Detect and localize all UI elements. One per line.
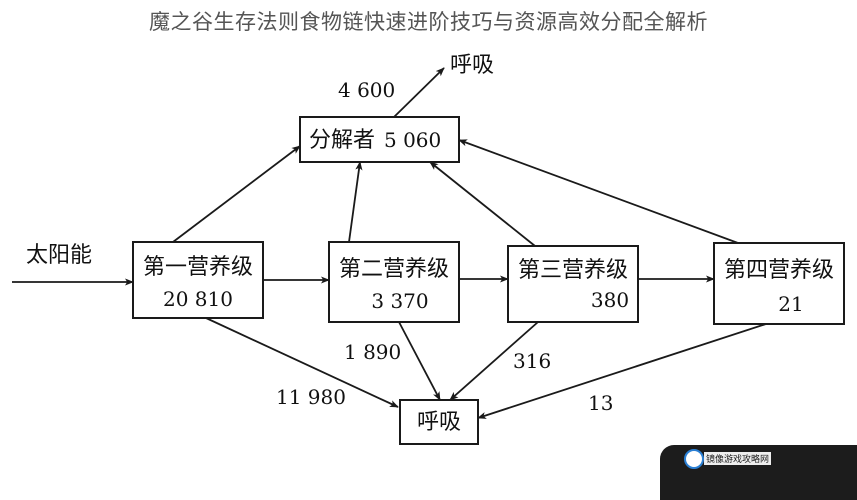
watermark-logo-icon: [684, 449, 704, 469]
level2-name: 第二营养级: [339, 257, 449, 282]
level1-name: 第一营养级: [143, 255, 253, 280]
flow-decomposer-respiration: 4 600: [338, 78, 395, 102]
edges: [12, 67, 767, 419]
respiration-bottom-label: 呼吸: [417, 410, 461, 435]
edge-level1-decomposer: [172, 145, 301, 243]
decomposer-value: 5 060: [384, 128, 441, 152]
level2-node: 第二营养级 3 370: [328, 241, 460, 323]
level4-name: 第四营养级: [724, 258, 834, 283]
respiration-top-label: 呼吸: [450, 53, 494, 78]
page-title: 魔之谷生存法则食物链快速进阶技巧与资源高效分配全解析: [149, 10, 708, 34]
flow-level2-respiration: 1 890: [344, 340, 401, 364]
decomposer-box: [299, 116, 460, 163]
respiration-node: 呼吸: [399, 399, 479, 445]
level4-node: 第四营养级 21: [713, 242, 845, 325]
decomposer-name: 分解者: [309, 128, 375, 153]
edge-decomposer-respiration: [393, 67, 445, 118]
edge-level2-respiration: [398, 321, 441, 401]
flow-level3-respiration: 316: [513, 349, 551, 373]
level3-box: [507, 245, 639, 323]
edge-level1-respiration: [205, 317, 399, 408]
edge-level3-respiration: [449, 321, 539, 401]
source-label: 太阳能: [26, 243, 92, 268]
level1-node: 第一营养级 20 810: [132, 241, 264, 319]
decomposer-node: 分解者 5 060: [299, 116, 460, 163]
level1-value: 20 810: [163, 287, 233, 311]
level3-name: 第三营养级: [518, 258, 628, 283]
edge-level4-respiration: [477, 323, 767, 419]
level3-value: 380: [591, 288, 629, 312]
watermark-text: 镜像游戏攻略网: [704, 452, 772, 465]
level2-box: [328, 241, 460, 323]
edge-level4-decomposer: [458, 139, 739, 244]
level1-box: [132, 241, 264, 319]
flow-level4-respiration: 13: [588, 391, 613, 415]
respiration-box: [399, 399, 479, 445]
edge-level2-decomposer: [348, 161, 363, 243]
flow-level1-respiration: 11 980: [276, 385, 346, 409]
level4-value: 21: [778, 292, 803, 316]
edge-level3-decomposer: [429, 161, 536, 247]
level2-value: 3 370: [371, 289, 428, 313]
level4-box: [713, 242, 845, 325]
level3-node: 第三营养级 380: [507, 245, 639, 323]
